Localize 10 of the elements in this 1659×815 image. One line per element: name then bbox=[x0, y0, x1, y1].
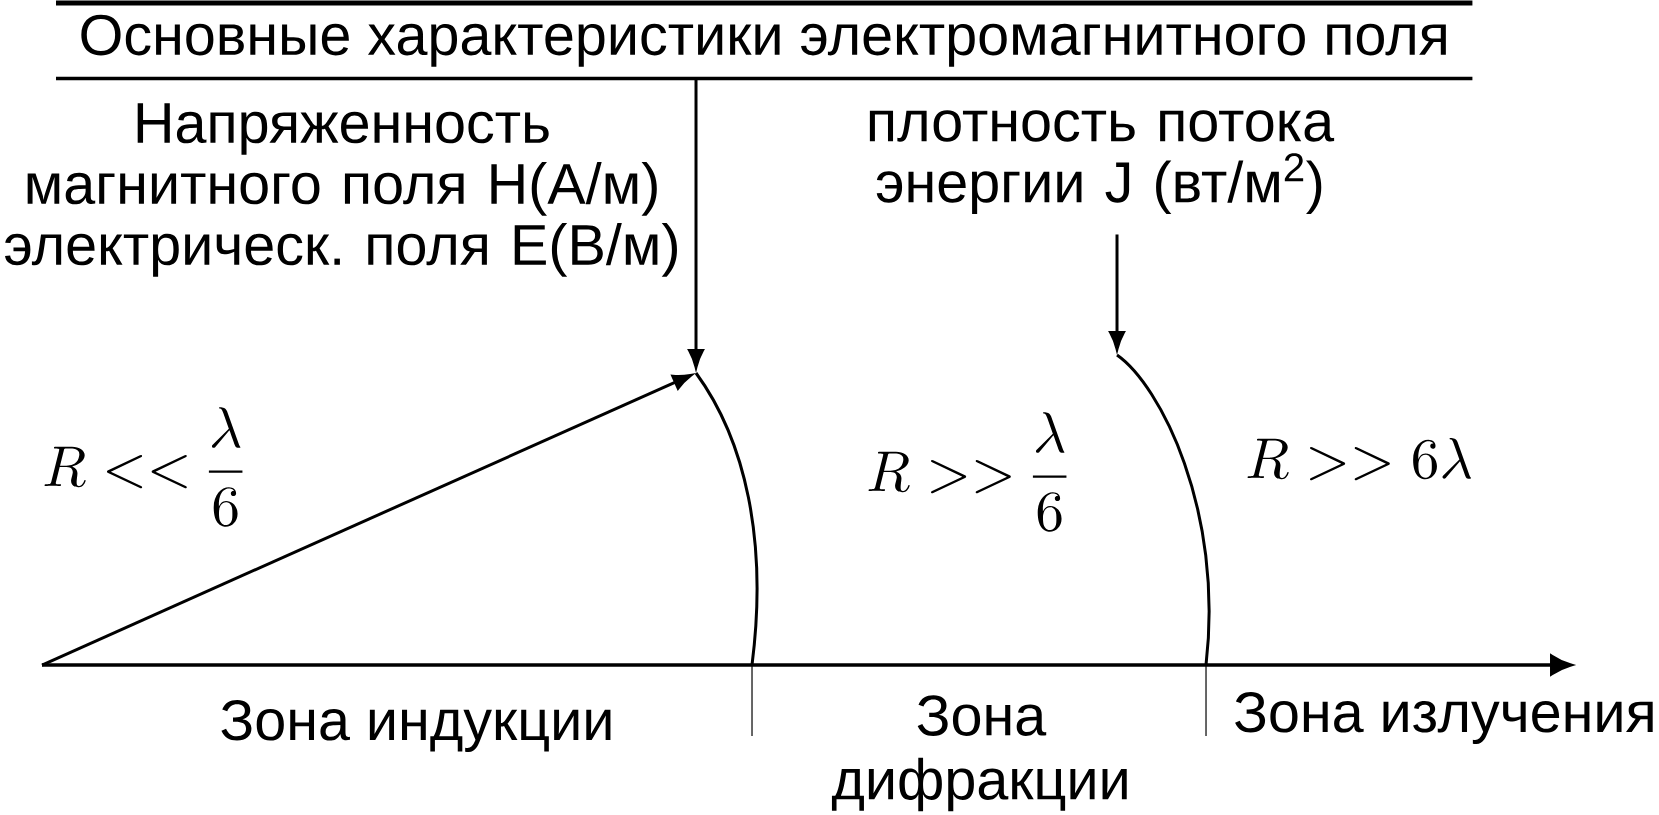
title-band: Основные характеристики электромагнитного поля bbox=[56, 0, 1473, 81]
zone-label: Зона излучения bbox=[1235, 691, 1653, 744]
boundary-arc bbox=[1116, 353, 1211, 666]
boundary-arc bbox=[694, 372, 759, 666]
formula: $R >> 6\lambda$ bbox=[1247, 438, 1471, 481]
quantity-label: плотность потока энергии J (вт/м$^{2}$) bbox=[869, 110, 1335, 215]
zone-label: Зона индукции bbox=[221, 699, 611, 752]
quantity-label: Напряженность магнитного поля H(А/м) электрическ. поля E(В/м) bbox=[5, 103, 677, 277]
formula: $R >> \frac{\lambda}{6}$ bbox=[868, 412, 1067, 532]
zone-label: Зона дифракции bbox=[831, 695, 1127, 812]
